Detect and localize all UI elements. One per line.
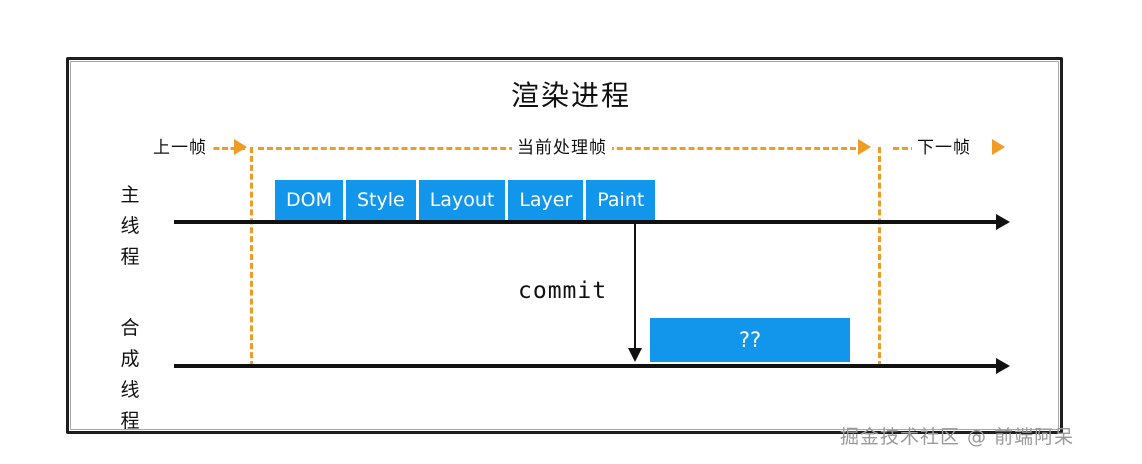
main-thread-label-char-0: 主 [120, 184, 140, 206]
timeline-segment-previous-frame [205, 147, 245, 150]
pipeline-stage-layout[interactable]: Layout [418, 180, 506, 220]
pipeline-stage-layer[interactable]: Layer [508, 180, 584, 220]
compositor-thread-timeline-axis [174, 364, 999, 368]
main-thread-label-char-2: 程 [120, 246, 140, 268]
compositor-thread-arrow-icon [996, 358, 1010, 374]
compositor-thread-label-char-2: 线 [120, 379, 140, 401]
compositor-thread-label-char-0: 合 [120, 317, 140, 339]
timeline-arrow-previous-to-current-icon [234, 139, 247, 155]
diagram-outer-frame [66, 57, 1063, 434]
timeline-label-current-frame: 当前处理帧 [512, 133, 612, 158]
compositor-thread-label-char-3: 程 [120, 410, 140, 432]
pipeline-stage-paint[interactable]: Paint [586, 180, 656, 220]
pipeline-stage-style[interactable]: Style [345, 180, 416, 220]
frame-boundary-line-left [250, 147, 253, 367]
main-thread-arrow-icon [996, 214, 1010, 230]
frame-boundary-line-right [878, 147, 881, 367]
compositor-task-box[interactable]: ?? [650, 318, 850, 362]
commit-arrow-shaft [634, 222, 636, 350]
timeline-label-previous-frame: 上一帧 [148, 133, 212, 158]
commit-label: commit [518, 278, 608, 304]
pipeline-stage-dom[interactable]: DOM [275, 180, 343, 220]
compositor-thread-label-char-1: 成 [120, 348, 140, 370]
watermark: 掘金技术社区 @ 前端阿呆 [840, 426, 1075, 448]
compositor-thread-label: 合 成 线 程 [113, 313, 147, 437]
main-thread-label-char-1: 线 [120, 215, 140, 237]
main-thread-timeline-axis [174, 220, 999, 224]
page-title: 渲染进程 [510, 79, 631, 112]
commit-arrow-head-icon [628, 348, 642, 362]
timeline-arrow-next-end-icon [992, 139, 1005, 155]
timeline-label-next-frame: 下一帧 [912, 133, 976, 158]
timeline-arrow-current-to-next-icon [858, 139, 871, 155]
main-thread-label: 主 线 程 [113, 180, 147, 273]
main-thread-pipeline: DOM Style Layout Layer Paint [275, 180, 656, 220]
